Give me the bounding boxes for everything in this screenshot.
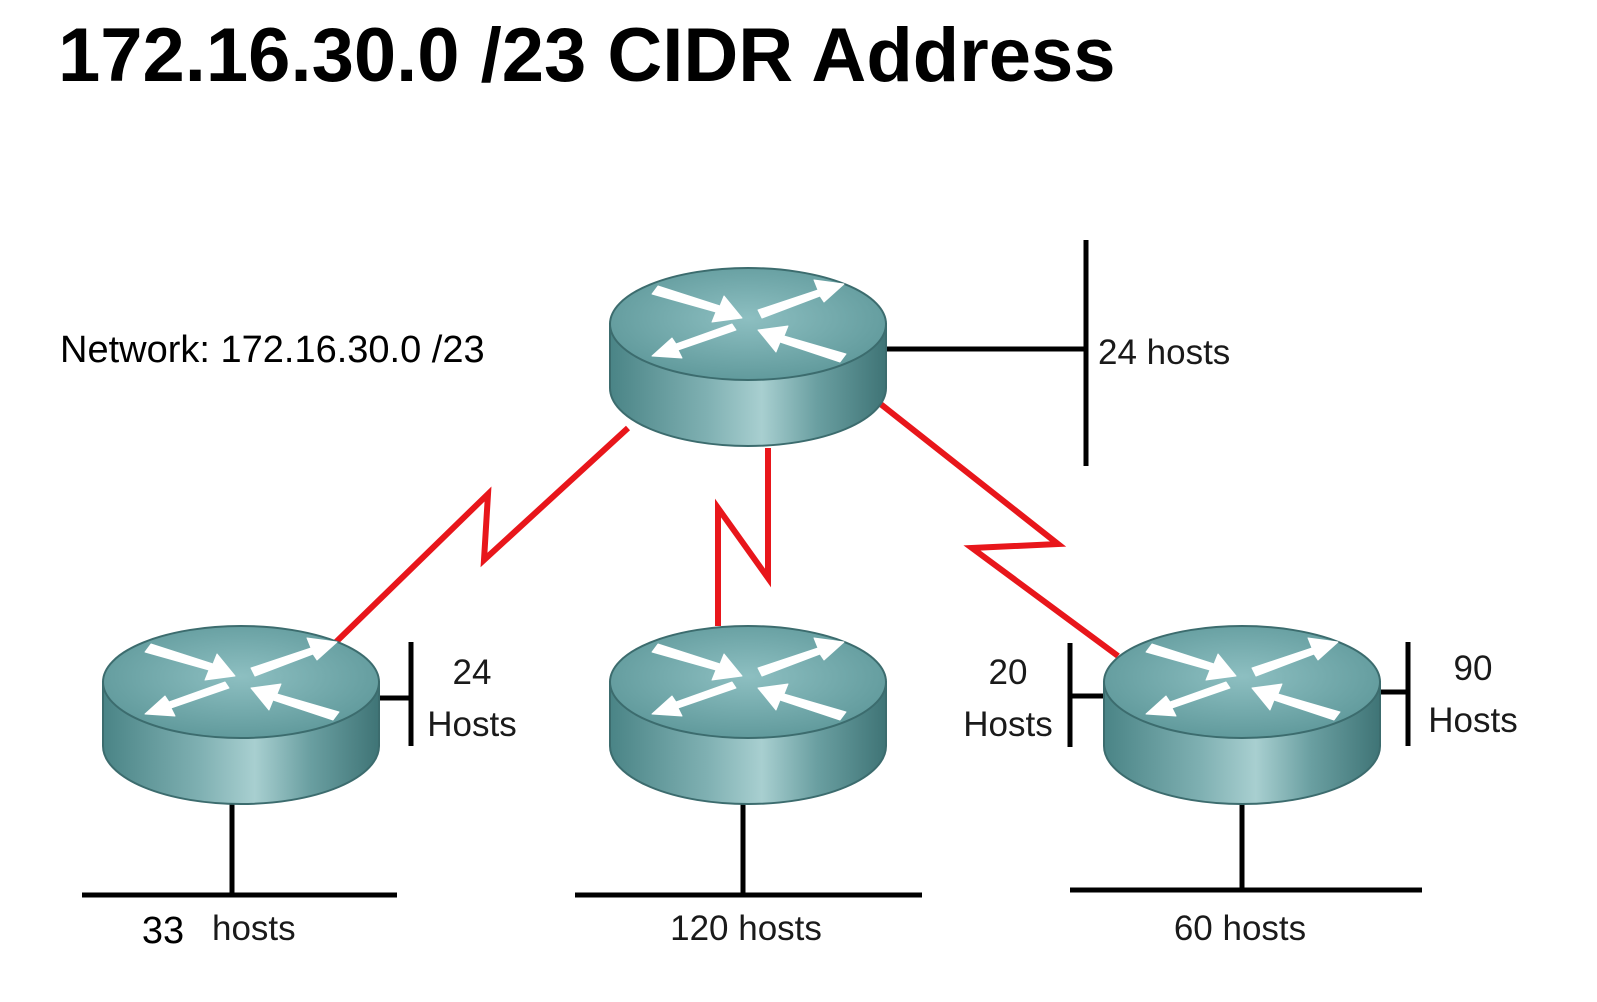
- segment-label-top-right: 24 hosts: [1098, 333, 1230, 372]
- page-title: 172.16.30.0 /23 CIDR Address: [58, 13, 1116, 98]
- router-icon: [1103, 625, 1381, 805]
- ethernet-right-right: [1378, 642, 1411, 746]
- ethernet-center-bottom: [575, 802, 922, 898]
- segment-count-left-side: 24: [453, 653, 492, 692]
- segment-label-right-bottom: 60 hosts: [1174, 909, 1306, 948]
- ethernet-top-right: [878, 240, 1089, 466]
- serial-link-right: [876, 399, 1120, 659]
- label-background: [122, 898, 206, 954]
- router-icon: [609, 267, 887, 447]
- segment-unit-left-side: Hosts: [427, 705, 516, 744]
- ethernet-right-bottom: [1070, 802, 1422, 893]
- router-icon: [102, 625, 380, 805]
- segment-count-right-right: 90: [1454, 649, 1493, 688]
- router-icon: [609, 625, 887, 805]
- serial-link-left: [333, 425, 631, 645]
- segment-label-center-bottom: 120 hosts: [670, 909, 822, 948]
- serial-link-center: [715, 448, 771, 626]
- segment-unit-right-right: Hosts: [1428, 701, 1517, 740]
- segment-count-right-left: 20: [989, 653, 1028, 692]
- network-label: Network: 172.16.30.0 /23: [60, 329, 485, 371]
- segment-unit-right-left: Hosts: [963, 705, 1052, 744]
- segment-count-left-bottom: 33: [142, 910, 184, 952]
- ethernet-right-left: [1067, 643, 1104, 747]
- segment-unit-left-bottom: hosts: [212, 909, 296, 948]
- ethernet-left-bottom: [82, 800, 397, 898]
